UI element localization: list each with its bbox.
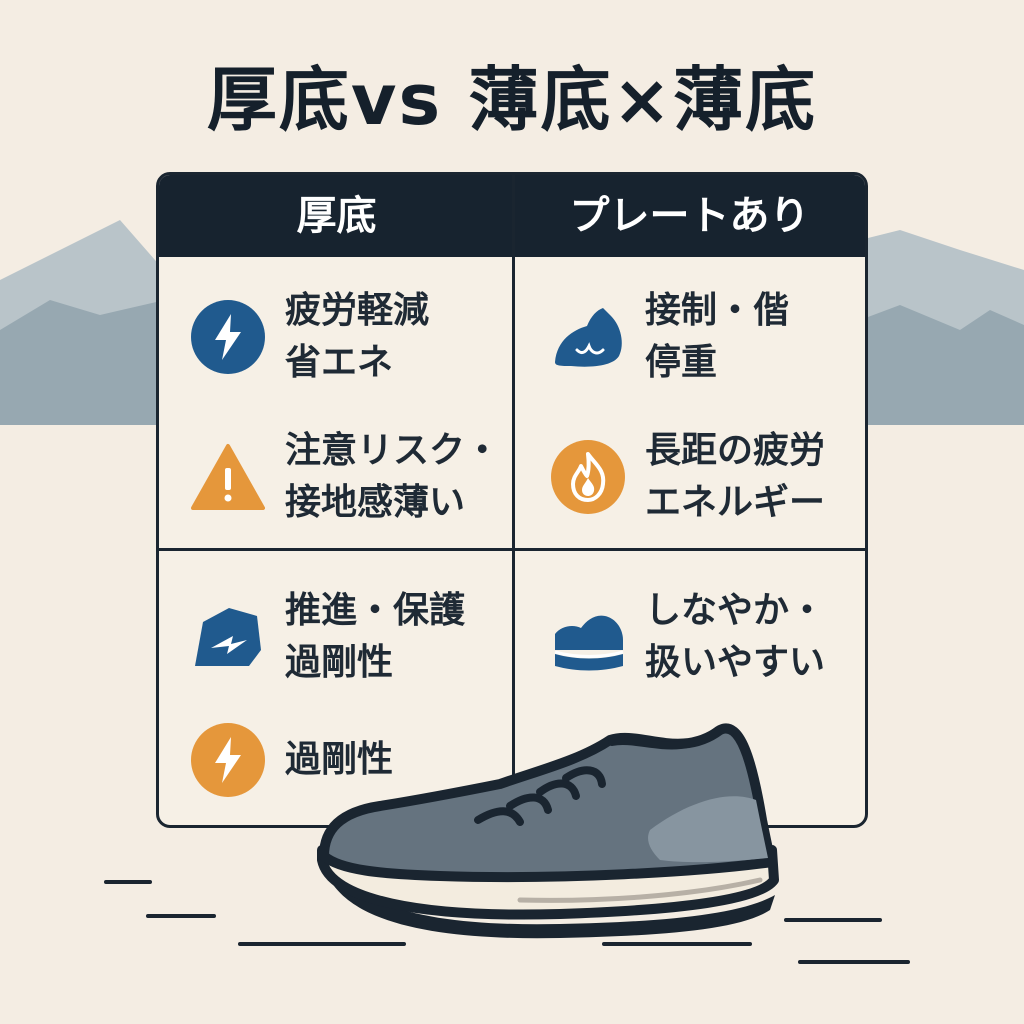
- cell-long-distance: 長距の疲労 エネルギー: [551, 425, 825, 529]
- row-divider: [159, 548, 865, 551]
- cell-line: 推進・保護: [285, 590, 466, 631]
- header-plate: プレートあり: [569, 193, 810, 239]
- cell-line: 接制・偕: [645, 290, 790, 331]
- mountain-right-front: [860, 305, 1024, 425]
- cell-line: しなやか・: [645, 590, 826, 631]
- flexible-sole-icon: [551, 600, 625, 674]
- header-thick-sole: 厚底: [296, 193, 377, 239]
- cell-flexible: しなやか・ 扱いやすい: [551, 585, 825, 689]
- cell-line: 過剛性: [285, 642, 394, 683]
- cell-propulsion: 推進・保護 過剛性: [191, 585, 465, 689]
- cell-line: 過剛性: [285, 739, 394, 780]
- speed-lines: [104, 880, 910, 964]
- cell-fatigue: 疲労軽減 省エネ: [191, 285, 429, 389]
- column-divider: [512, 175, 515, 825]
- cell-risk: 注意リスク・ 接地感薄い: [191, 425, 500, 529]
- cell-control: 接制・偕 停重: [551, 285, 789, 389]
- lightning-badge-orange-icon: [191, 723, 265, 797]
- cell-line: 疲労軽減: [285, 290, 430, 331]
- lightning-badge-icon: [191, 300, 265, 374]
- cell-line: 扱いやすい: [645, 642, 826, 683]
- warning-triangle-icon: [191, 440, 265, 514]
- cell-line: エネルギー: [645, 482, 826, 523]
- cell-line: 省エネ: [285, 342, 394, 383]
- cell-line: 停重: [645, 342, 718, 383]
- page-title: 厚底vs 薄底×薄底: [206, 59, 818, 141]
- cell-rigidity: 過剛性: [191, 723, 393, 797]
- comparison-table: 厚底 プレートあり 疲労軽減 省エネ 注意リスク・ 接地感薄い 推進・保護 過剛…: [156, 172, 868, 828]
- cell-line: 長距の疲労: [645, 430, 826, 471]
- rock-arrow-icon: [191, 600, 265, 674]
- flame-badge-icon: [551, 440, 625, 514]
- cell-line: 接地感薄い: [285, 482, 466, 523]
- cell-line: 注意リスク・: [285, 430, 501, 471]
- foot-shape-icon: [551, 300, 625, 374]
